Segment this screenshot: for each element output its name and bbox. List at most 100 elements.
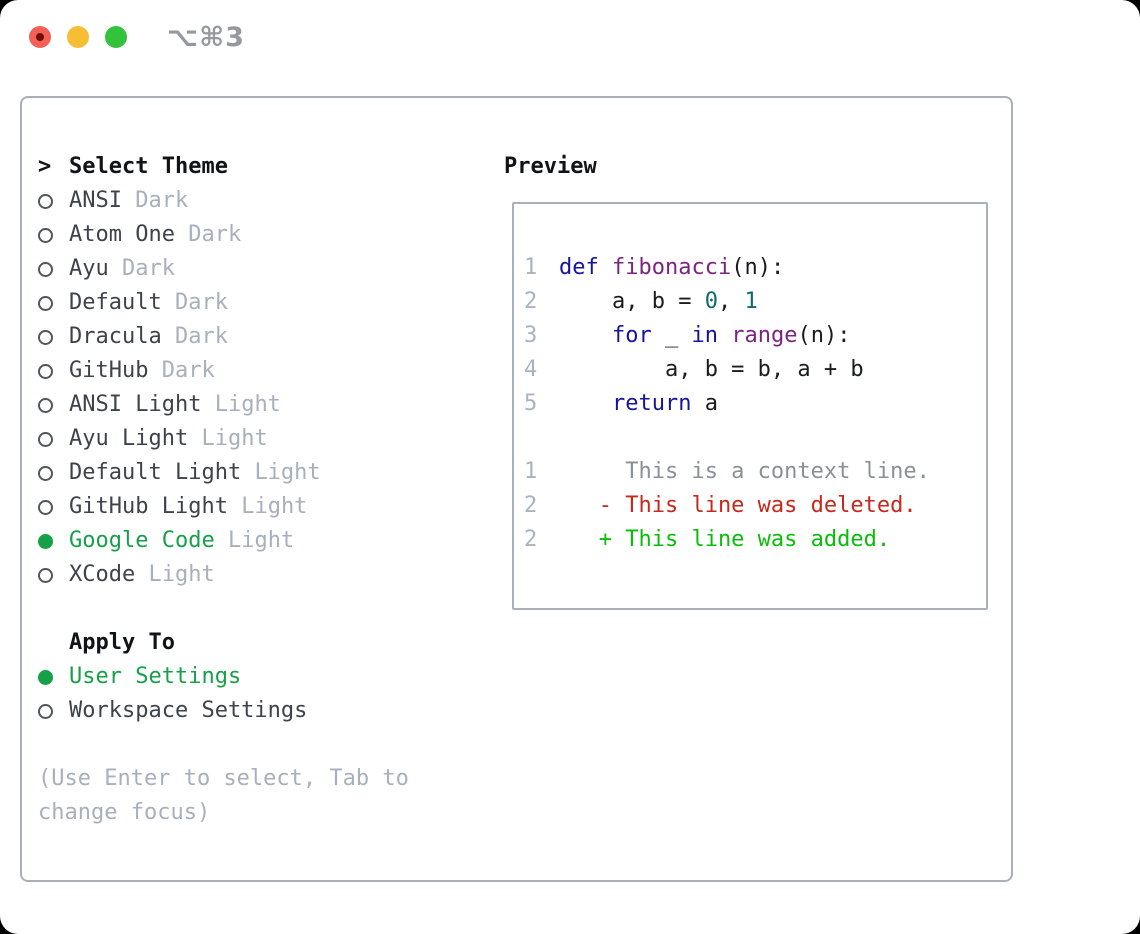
code-token: _ [651,323,692,348]
radio-icon [38,261,53,277]
maximize-button[interactable] [105,26,127,48]
radio-column [38,252,69,286]
code-token: a, b = [559,289,705,314]
theme-label: Ayu Light Light [69,422,268,456]
theme-name: GitHub Light [69,494,228,519]
line-content: a, b = 0, 1 [559,285,758,319]
theme-variant: Dark [174,290,228,315]
code-token [559,391,612,416]
code-token: a [691,391,718,416]
code-token: a, b = b, a + b [559,357,864,382]
radio-column [38,286,69,320]
theme-option[interactable]: Google Code Light [38,524,488,558]
minimize-button[interactable] [67,26,89,48]
close-button[interactable] [29,26,51,48]
theme-name: Ayu [69,256,109,281]
theme-name: Google Code [69,528,215,553]
theme-option[interactable]: Dracula Dark [38,320,488,354]
theme-variant: Dark [174,324,228,349]
diff-preview: 1 This is a context line.2 - This line w… [524,455,986,557]
code-line: 5 return a [524,387,986,421]
theme-name: Default [69,290,162,315]
cursor-arrow: > [38,154,52,179]
line-number: 2 [524,493,538,518]
theme-option[interactable]: XCode Light [38,558,488,592]
theme-label: XCode Light [69,558,215,592]
theme-option[interactable]: GitHub Light Light [38,490,488,524]
apply-to-option[interactable]: Workspace Settings [38,694,488,728]
code-token: - This line was deleted. [559,493,917,518]
line-content: for _ in range(n): [559,319,850,353]
code-token: 1 [744,289,758,314]
theme-variant: Dark [135,188,189,213]
theme-variant: Dark [188,222,242,247]
radio-column [38,320,69,354]
radio-icon [38,703,53,719]
theme-variant: Light [214,392,281,417]
theme-name: Atom One [69,222,175,247]
theme-label: Google Code Light [69,524,294,558]
theme-variant: Light [148,562,215,587]
theme-option[interactable]: Ayu Dark [38,252,488,286]
theme-variant: Dark [161,358,215,383]
radio-icon [38,431,53,447]
theme-option[interactable]: Atom One Dark [38,218,488,252]
diff-line: 2 + This line was added. [524,523,986,557]
theme-variant: Light [227,528,295,553]
radio-selected-icon [38,533,53,549]
theme-option[interactable]: Default Dark [38,286,488,320]
select-theme-title: Select Theme [69,154,228,179]
theme-variant: Dark [122,256,175,281]
radio-icon [38,295,53,311]
code-token: def [559,255,612,280]
code-token: (n): [731,255,785,280]
radio-icon [38,227,53,243]
radio-column [38,218,69,252]
blank-line [524,421,986,455]
theme-option[interactable]: Default Light Light [38,456,488,490]
radio-icon [38,465,53,481]
select-theme-header-row: > Select Theme [38,150,488,184]
theme-option[interactable]: GitHub Dark [38,354,488,388]
diff-line: 2 - This line was deleted. [524,489,986,523]
theme-option[interactable]: ANSI Dark [38,184,488,218]
titlebar: ⌥⌘3 [0,0,1140,96]
theme-name: ANSI Light [69,392,202,417]
radio-icon [38,567,53,583]
radio-column [38,694,69,728]
radio-column [38,524,69,558]
theme-variant: Light [254,460,321,485]
radio-column [38,456,69,490]
theme-option[interactable]: Ayu Light Light [38,422,488,456]
theme-label: ANSI Light Light [69,388,281,422]
line-number: 1 [524,459,538,484]
theme-name: ANSI [69,188,122,213]
line-number: 2 [524,289,538,314]
preview-title: Preview [504,154,597,179]
radio-column [38,354,69,388]
radio-column [38,388,69,422]
radio-column [38,558,69,592]
line-content: This is a context line. [559,455,930,489]
hint-text: (Use Enter to select, Tab to change focu… [38,766,409,825]
theme-name: Ayu Light [69,426,189,451]
radio-column [38,490,69,524]
code-line: 3 for _ in range(n): [524,319,986,353]
line-content: return a [559,387,718,421]
theme-label: Ayu Dark [69,252,175,286]
theme-option[interactable]: ANSI Light Light [38,388,488,422]
radio-icon [38,499,53,515]
code-token: 0 [704,289,718,314]
line-number: 1 [524,255,538,280]
apply-to-option[interactable]: User Settings [38,660,488,694]
code-token: return [611,391,692,416]
diff-line: 1 This is a context line. [524,455,986,489]
